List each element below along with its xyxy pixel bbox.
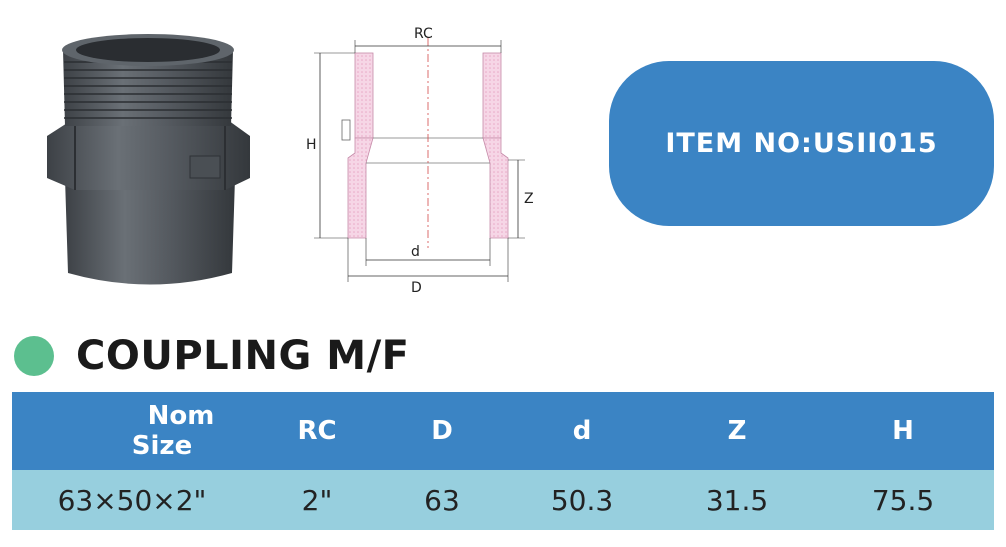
header-z: Z <box>662 392 812 470</box>
d-large-dimension-label: D <box>411 280 422 296</box>
product-photo <box>47 34 250 285</box>
rc-dimension-label: RC <box>414 26 433 42</box>
cell-z: 31.5 <box>662 470 812 530</box>
table-row: 63×50×2" 2" 63 50.3 31.5 75.5 <box>12 470 994 530</box>
item-number-badge: ITEM NO:USII015 <box>609 61 994 226</box>
cell-h: 75.5 <box>812 470 994 530</box>
header-D: D <box>382 392 502 470</box>
d-small-dimension-label: d <box>411 244 420 260</box>
header-h: H <box>812 392 994 470</box>
header-nom-size: Nom Size <box>12 392 252 470</box>
technical-drawing: RC H Z d D <box>306 26 534 296</box>
table-header-row: Nom Size RC D d Z H <box>12 392 994 470</box>
header-d: d <box>502 392 662 470</box>
h-dimension-label: H <box>306 137 317 153</box>
item-number-text: ITEM NO:USII015 <box>665 128 938 159</box>
header-rc: RC <box>252 392 382 470</box>
z-dimension-label: Z <box>524 191 534 207</box>
title-bullet-dot <box>14 336 54 376</box>
spec-table: Nom Size RC D d Z H 63×50×2" 2" 63 50.3 … <box>12 392 994 530</box>
cell-rc: 2" <box>252 470 382 530</box>
cell-nom-size: 63×50×2" <box>12 470 252 530</box>
product-title: COUPLING M/F <box>76 333 410 379</box>
cell-d: 50.3 <box>502 470 662 530</box>
cell-D: 63 <box>382 470 502 530</box>
